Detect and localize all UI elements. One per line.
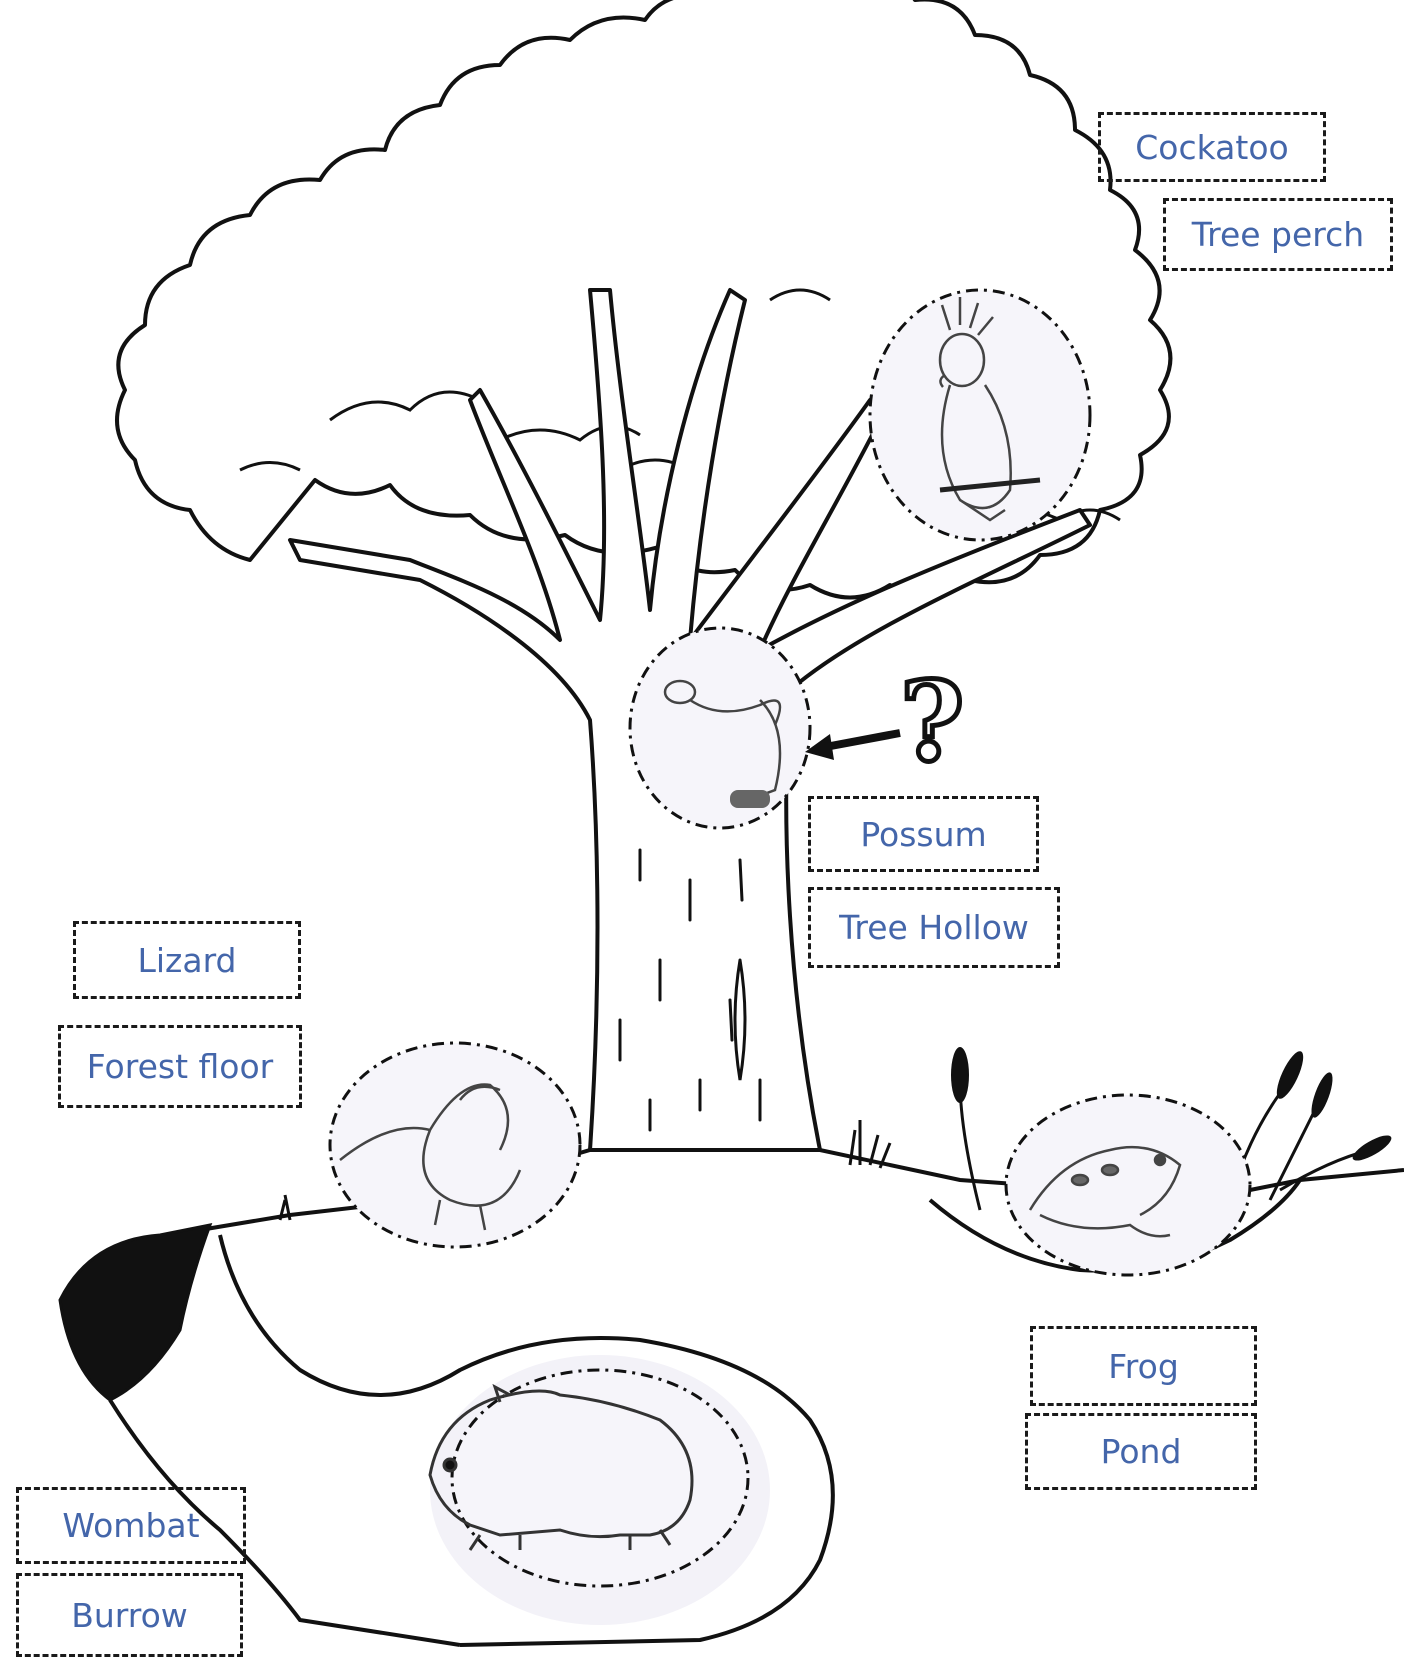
- label-possum[interactable]: Possum: [808, 796, 1039, 872]
- label-cockatoo[interactable]: Cockatoo: [1098, 112, 1326, 182]
- possum-picture: [628, 626, 812, 830]
- label-tree-hollow[interactable]: Tree Hollow: [808, 887, 1060, 968]
- wombat-picture: [428, 1355, 770, 1625]
- frog-picture: [1004, 1093, 1252, 1277]
- label-pond[interactable]: Pond: [1025, 1413, 1257, 1490]
- possum-icon: [663, 679, 782, 808]
- label-burrow[interactable]: Burrow: [16, 1573, 243, 1657]
- reed-heads: [951, 1047, 1392, 1161]
- lizard-picture: [328, 1041, 582, 1249]
- label-forest-floor[interactable]: Forest floor: [58, 1025, 302, 1108]
- burrow-entrance: [58, 1223, 213, 1402]
- question-arrow: [805, 729, 901, 760]
- label-wombat[interactable]: Wombat: [16, 1487, 246, 1564]
- bark-texture: [618, 848, 762, 1132]
- question-mark: ?: [900, 657, 964, 786]
- wombat-icon: [428, 1383, 694, 1551]
- label-frog[interactable]: Frog: [1030, 1326, 1257, 1406]
- cockatoo-icon: [938, 297, 1041, 522]
- label-lizard[interactable]: Lizard: [73, 921, 301, 999]
- frog-icon: [1028, 1145, 1182, 1238]
- label-tree-perch[interactable]: Tree perch: [1163, 198, 1393, 271]
- lizard-icon: [339, 1083, 522, 1231]
- arrow-icon: [805, 734, 834, 760]
- cockatoo-picture: [868, 288, 1092, 542]
